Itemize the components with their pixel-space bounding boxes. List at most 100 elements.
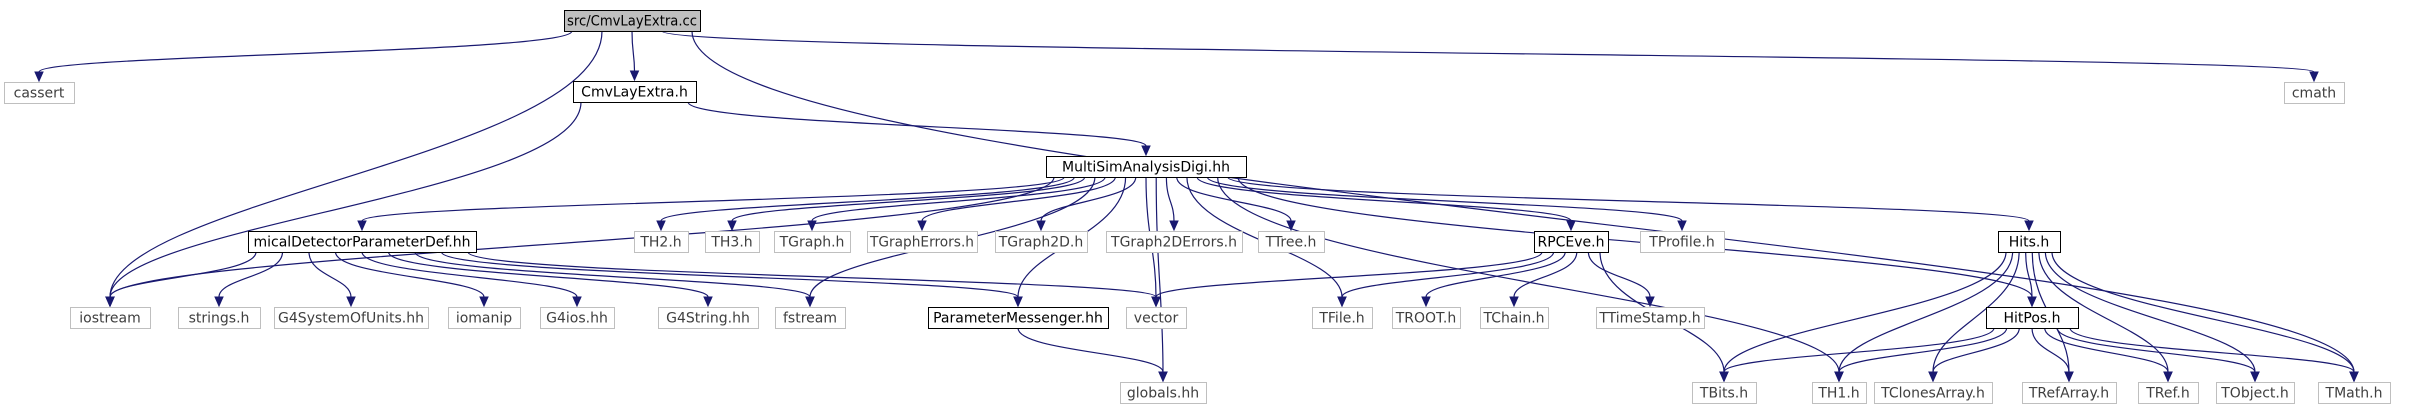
node-label: TGraph2D.h [998, 235, 1084, 251]
edge-multisim-to-tprofile [1206, 176, 1687, 232]
node-box [1534, 231, 1609, 253]
edge-arrowhead [2163, 371, 2173, 383]
edge-line [361, 251, 578, 298]
edge-line [1513, 251, 1578, 298]
edge-arrowhead [1645, 296, 1655, 308]
node-label: TRef.h [2145, 386, 2190, 402]
node-label: HitPos.h [2003, 311, 2060, 327]
node-box [1046, 156, 1247, 178]
graph-node-ttimestamp: TTimeStamp.h [1596, 307, 1705, 329]
edge-line [440, 251, 1019, 298]
edge-mical-to-g4ios [361, 251, 582, 308]
edge-root-to-cassert [34, 30, 573, 83]
graph-node-hitpos[interactable]: HitPos.h [1986, 307, 2079, 329]
edge-hitpos-to-tclonesarray [1928, 327, 2020, 383]
edge-rpceve-to-tfile [1337, 251, 1555, 308]
edge-arrowhead [1286, 220, 1296, 232]
edge-hits-to-hitpos [2025, 251, 2037, 308]
graph-node-g4string: G4String.hh [658, 307, 759, 329]
node-box [1120, 382, 1207, 404]
node-label: iostream [79, 311, 141, 327]
edge-line [811, 176, 1106, 222]
edge-line [38, 30, 573, 73]
edge-root-to-cmvlay_h [629, 30, 640, 82]
graph-node-root[interactable]: src/CmvLayExtra.cc [564, 10, 701, 32]
edge-arrowhead [1141, 145, 1151, 157]
graph-node-g4ios: G4ios.hh [540, 307, 615, 329]
node-box [774, 231, 851, 253]
edge-multisim-to-tgraph2d [1036, 176, 1137, 232]
edge-hitpos-to-th1 [1834, 327, 2008, 383]
node-label: G4String.hh [666, 311, 750, 327]
node-box [775, 307, 846, 329]
node-box [705, 231, 760, 253]
graph-node-th1: TH1.h [1812, 382, 1867, 404]
edge-line [1040, 176, 1137, 222]
edge-line [334, 251, 485, 298]
graph-node-tobject: TObject.h [2216, 382, 2295, 404]
edge-rpceve-to-ttimestamp [1587, 251, 1655, 308]
edge-rpceve-to-troot [1421, 251, 1566, 308]
edge-arrowhead [1169, 220, 1179, 232]
graph-node-trefarray: TRefArray.h [2022, 382, 2117, 404]
node-label: iomanip [456, 311, 512, 327]
node-label: TH2.h [639, 235, 681, 251]
edge-line [218, 251, 284, 298]
node-box [448, 307, 521, 329]
edge-line [1237, 176, 2033, 298]
node-box [540, 307, 615, 329]
edge-arrowhead [1566, 220, 1576, 232]
edge-line [109, 251, 257, 298]
node-label: fstream [783, 311, 837, 327]
node-label: G4ios.hh [546, 311, 608, 327]
edge-root-to-cmath [661, 30, 2319, 83]
node-label: TChain.h [1482, 311, 1544, 327]
graph-node-cmvlay_h[interactable]: CmvLayExtra.h [573, 81, 697, 103]
edge-hitpos-to-tbits [1719, 327, 1995, 383]
node-label: micalDetectorParameterDef.hh [253, 235, 470, 251]
edge-line [1587, 251, 1651, 298]
edge-hitpos-to-trefarray [2031, 327, 2074, 383]
edge-cmvlay_h-to-iostream [105, 101, 582, 308]
graph-node-th2: TH2.h [634, 231, 689, 253]
edge-arrowhead [805, 296, 815, 308]
edge-line [1723, 251, 2007, 373]
node-label: src/CmvLayExtra.cc [567, 14, 697, 30]
node-box [995, 231, 1088, 253]
graph-node-parammsg[interactable]: ParameterMessenger.hh [928, 307, 1109, 329]
graph-node-tref: TRef.h [2138, 382, 2199, 404]
edge-arrowhead [807, 220, 817, 232]
graph-node-tgraph2derrors: TGraph2DErrors.h [1106, 231, 1243, 253]
node-label: TH3.h [710, 235, 752, 251]
edge-line [361, 176, 1065, 222]
node-label: ParameterMessenger.hh [933, 311, 1103, 327]
edge-multisim-to-hits [1227, 176, 2034, 232]
edge-line [414, 251, 811, 298]
edge-line [1206, 176, 1683, 222]
node-label: Hits.h [2009, 235, 2050, 251]
edge-layer [34, 30, 2359, 383]
edge-line [1838, 327, 2008, 373]
node-label: TObject.h [2220, 386, 2288, 402]
edge-mical-to-fstream [414, 251, 815, 308]
node-box [1874, 382, 1993, 404]
edge-arrowhead [1834, 371, 1844, 383]
edge-line [1932, 251, 2020, 373]
graph-node-multisim[interactable]: MultiSimAnalysisDigi.hh [1046, 156, 1247, 178]
edge-multisim-to-tgraph [807, 176, 1106, 232]
graph-node-mical[interactable]: micalDetectorParameterDef.hh [248, 231, 477, 253]
graph-node-tgraph2d: TGraph2D.h [995, 231, 1088, 253]
graph-node-tmath: TMath.h [2318, 382, 2391, 404]
node-label: TTree.h [1265, 235, 1317, 251]
node-box [4, 82, 75, 104]
node-label: TFile.h [1318, 311, 1364, 327]
graph-node-hits[interactable]: Hits.h [1998, 231, 2061, 253]
node-box [178, 307, 261, 329]
edge-arrowhead [2349, 371, 2359, 383]
edge-arrowhead [105, 296, 115, 308]
graph-node-ttree: TTree.h [1258, 231, 1325, 253]
edge-arrowhead [479, 296, 489, 308]
graph-node-rpceve[interactable]: RPCEve.h [1534, 231, 1609, 253]
edge-line [1932, 327, 2020, 373]
